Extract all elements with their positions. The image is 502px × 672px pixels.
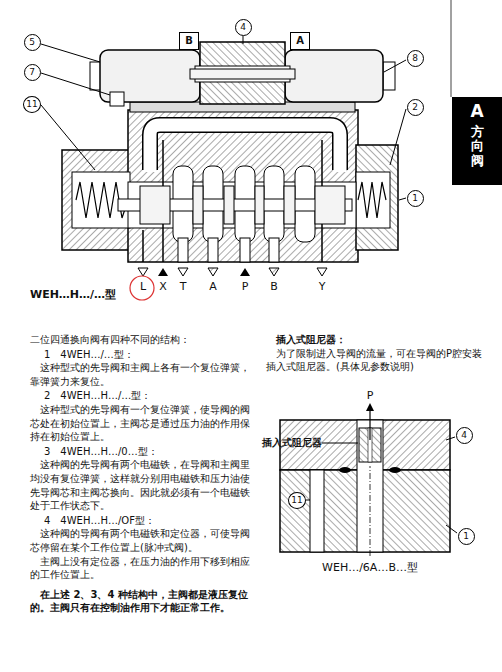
text-column: 插入式阻尼器：为了限制进入导阀的流量，可在导阀的P腔安装插入式阻尼器。(具体见参… — [266, 333, 492, 374]
solenoid-label-box: A — [290, 32, 310, 50]
note: 在上述 2、3、4 种结构中，主阀都是液压复位的。主阀只有在控制油作用下才能正常… — [30, 588, 256, 615]
item-title: 3 4WEH…H…/0…型： — [30, 445, 256, 459]
port-letter: P — [242, 280, 249, 293]
figure-caption: WEH…/6A…B…型 — [322, 560, 418, 575]
node-text: 4 — [461, 430, 467, 440]
port-letter: B — [270, 280, 278, 293]
callout-number: 1 — [407, 190, 424, 207]
port-letter: P — [367, 389, 374, 402]
node-text: 1 — [412, 193, 418, 203]
callout-number: 7 — [24, 64, 41, 81]
port-letter: X — [159, 280, 167, 293]
tab-letter: A — [452, 101, 502, 121]
node-text: 7 — [29, 67, 35, 77]
paragraph: 二位四通换向阀有四种不同的结构： — [30, 333, 256, 347]
text-column: 二位四通换向阀有四种不同的结构：1 4WEH…/…型：这种型式的先导阀和主阀上各… — [30, 333, 256, 615]
section-tab: A 方向阀 — [452, 97, 502, 185]
item-title: 1 4WEH…/…型： — [30, 348, 256, 362]
callout-number: 5 — [24, 34, 41, 51]
section-heading: 插入式阻尼器： — [266, 333, 492, 347]
callout-number: 2 — [407, 99, 424, 116]
figure-caption: WEH…H…/…型 — [30, 287, 116, 302]
node-text: 8 — [412, 53, 418, 63]
port-letter: Y — [319, 280, 326, 293]
paragraph: 这种阀的先导阀有两个电磁铁，在导阀和主阀里均没有复位弹簧，这样就分别用电磁铁和压… — [30, 458, 256, 512]
callout-number: 8 — [407, 50, 424, 67]
tab-title: 方向阀 — [471, 125, 484, 168]
node-text: 2 — [412, 102, 418, 112]
node-text: 11 — [26, 99, 37, 109]
port-letter: A — [209, 280, 217, 293]
port-letter: L — [140, 280, 146, 293]
paragraph: 这种型式的先导阀和主阀上各有一个复位弹簧，靠弹簧力来复位。 — [30, 361, 256, 388]
part-label: 插入式阻尼器 — [262, 437, 322, 450]
callout-number: 1 — [458, 528, 475, 545]
paragraph: 这种阀的导阀有两个电磁铁和定位器，可使导阀芯停留在某个工作位置上(脉冲式阀)。 — [30, 527, 256, 554]
solenoid-label-box: B — [179, 32, 199, 50]
callout-number: 11 — [23, 96, 41, 113]
node-text: A — [296, 35, 304, 46]
callout-number: 11 — [288, 492, 306, 509]
paragraph: 这种型式的先导阀有一个复位弹簧，使导阀的阀芯处在初始位置上，主阀芯是通过压力油的… — [30, 403, 256, 444]
item-title: 2 4WEH…H…/…型： — [30, 389, 256, 403]
paragraph: 主阀上没有定位器，在压力油的作用下移到相应的工作位置上。 — [30, 555, 256, 582]
paragraph: 为了限制进入导阀的流量，可在导阀的P腔安装插入式阻尼器。(具体见参数说明) — [266, 347, 492, 374]
node-text: 11 — [291, 495, 302, 505]
node-text: 4 — [240, 22, 246, 32]
callout-number: 4 — [235, 19, 252, 36]
node-text: 5 — [29, 37, 35, 47]
node-text: B — [185, 35, 193, 46]
port-letter: T — [180, 280, 187, 293]
callout-number: 4 — [456, 427, 473, 444]
item-title: 4 4WEH…H…/OF型： — [30, 514, 256, 528]
node-text: 1 — [463, 531, 469, 541]
